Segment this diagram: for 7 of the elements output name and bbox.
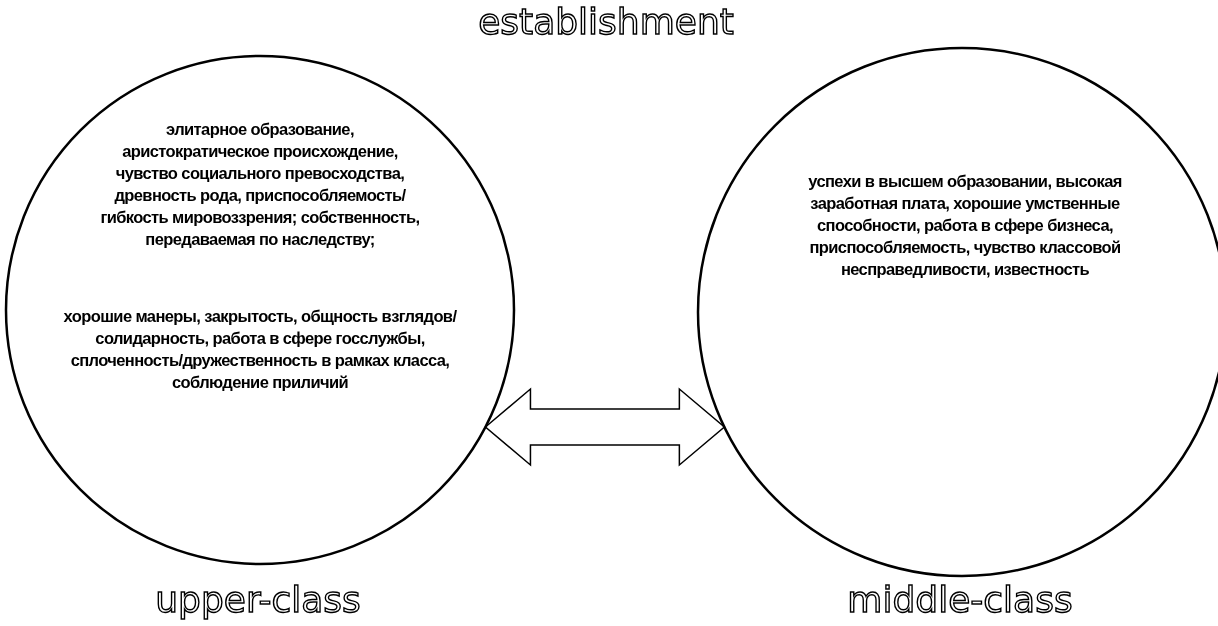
circle-text: успехи в высшем образовании, высокая заработная плата, хорошие умственные способности, работа в сфере бизнеса, приспособляемость, чувство классовой несправедливости, известность — [807, 171, 1123, 280]
circle-text: элитарное образование, аристократическое происхождение, чувство социального превосходства, древность рода, приспособляемость/гибкость мировоззрения; собственность, передаваемая по наследству; — [100, 119, 420, 250]
circle-text: хорошие манеры, закрытость, общность взглядов/солидарность, работа в сфере госслужбы, сплоченность/дружественность в рамках класса, соблюдение приличий — [62, 306, 458, 393]
class-label: upper-class — [154, 580, 362, 620]
double-block-arrow — [484, 387, 726, 467]
class-label: middle-class — [846, 580, 1074, 620]
heading-label: establishment — [477, 2, 735, 42]
